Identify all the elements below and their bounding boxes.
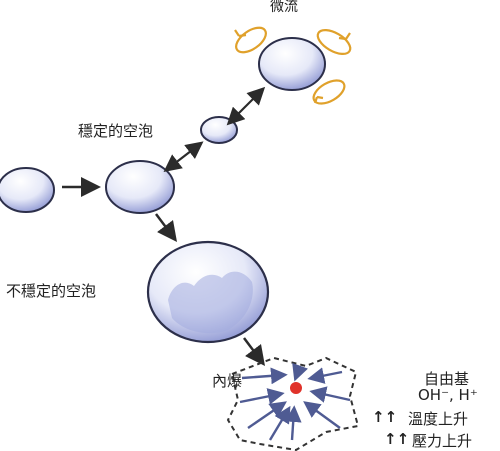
implosion-arrow-9 (268, 405, 291, 441)
implosion-arrow-1 (241, 367, 288, 385)
label-stable-bubble: 穩定的空泡 (78, 122, 154, 140)
implosion-arrow-6 (247, 401, 287, 429)
arrow-to-unstable (155, 213, 177, 242)
arrow-oscillation-lower (163, 141, 204, 173)
marker-pressure-rise: ↑↑ (384, 430, 410, 448)
small-stable-bubble (200, 116, 238, 144)
growing-bubble (105, 160, 175, 214)
implosion-arrow-8 (284, 405, 302, 441)
label-temp-rise: 溫度上升 (408, 410, 469, 428)
initial-bubble (0, 167, 55, 213)
implosion-arrow-2 (292, 362, 308, 382)
implosion-arrows (239, 362, 351, 441)
label-ions: OH⁻, H⁺ (418, 386, 478, 404)
implosion-arrow-5 (309, 386, 351, 403)
arrow-to-implosion (243, 337, 265, 366)
label-pressure-rise: 壓力上升 (412, 432, 473, 450)
label-implosion: 內爆 (212, 372, 243, 390)
stream-loop-top-right (316, 28, 352, 56)
microstream-loops (234, 26, 352, 105)
implosion-arrow-3 (307, 367, 343, 384)
label-free-radicals: 自由基 (424, 370, 470, 388)
stream-loop-bottom-right (312, 79, 346, 105)
label-unstable-bubble: 不穩定的空泡 (6, 282, 97, 300)
stream-loop-bottom-right-arrow (313, 95, 324, 104)
unstable-bubble-highlight (168, 271, 253, 334)
hot-spot (290, 382, 302, 394)
implosion-arrow-7 (303, 401, 341, 429)
stream-loop-top-left-arrow (234, 29, 247, 38)
stream-loop-top-left (235, 26, 267, 54)
arrow-oscillation-upper (226, 86, 266, 126)
microstreaming-bubble (258, 37, 326, 91)
stream-loop-top-right-arrow (338, 32, 351, 41)
label-microstreaming: 微流 (270, 0, 298, 15)
marker-temp-rise: ↑↑ (372, 408, 398, 426)
implosion-arrow-4 (239, 388, 285, 405)
implosion-outline (226, 356, 360, 451)
